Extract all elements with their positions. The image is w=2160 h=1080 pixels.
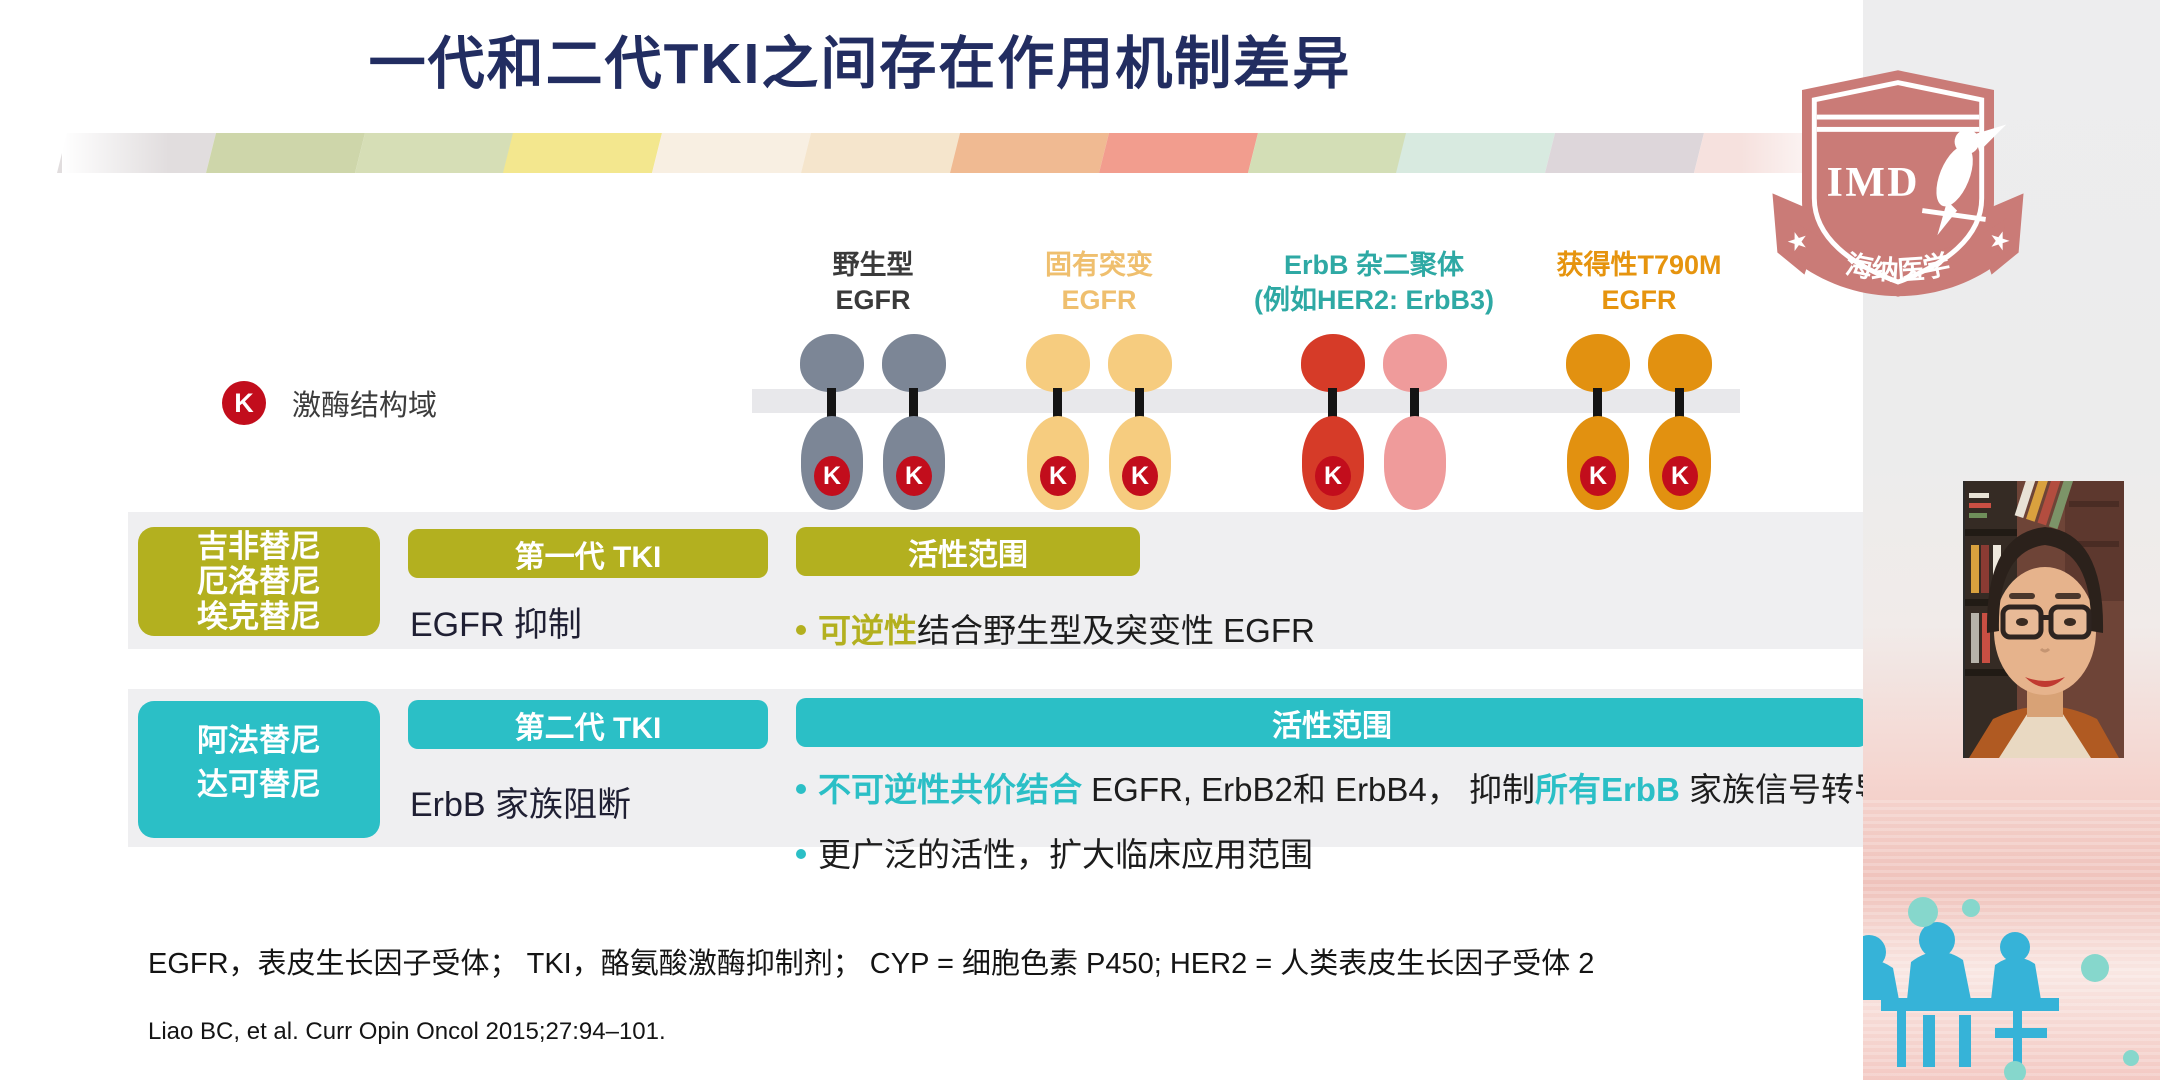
bullet-list: 可逆性结合野生型及突变性 EGFR [796, 604, 1315, 652]
receptor-monomer: K [1025, 334, 1091, 514]
activity-bullet: 可逆性结合野生型及突变性 EGFR [796, 604, 1315, 652]
receptor-label: ErbB 杂二聚体(例如HER2: ErbB3) [1253, 250, 1495, 315]
decor-strip-fade [62, 133, 1848, 173]
receptor-monomer: K [1565, 334, 1631, 514]
second-generation-row: 阿法替尼达可替尼 第二代 TKI ErbB 家族阻断 活性范围 不可逆性共价结合… [128, 689, 1887, 873]
receptor-dimer: K [1204, 334, 1544, 514]
mechanism-text: ErbB 家族阻断 [410, 786, 632, 824]
kinase-legend-label: 激酶结构域 [292, 390, 438, 422]
logo-abbr: IMD [1827, 160, 1920, 206]
receptor-monomer [1382, 334, 1448, 514]
receptor-monomer: K [1300, 334, 1366, 514]
kinase-domain-badge: K [1580, 456, 1616, 496]
activity-scope-pill: 活性范围 [796, 698, 1868, 747]
woodpecker-icon [1921, 124, 2007, 236]
kinase-domain-badge: K [1662, 456, 1698, 496]
kinase-domain-badge: K [814, 456, 850, 496]
kinase-legend: K 激酶结构域 [222, 381, 437, 425]
kinase-domain-icon: K [222, 381, 266, 425]
drug-box: 吉非替尼厄洛替尼埃克替尼 [138, 527, 380, 636]
first-generation-row: 吉非替尼厄洛替尼埃克替尼 第一代 TKI EGFR 抑制 活性范围 可逆性结合野… [128, 512, 1872, 649]
activity-scope-pill: 活性范围 [796, 527, 1140, 576]
citation: Liao BC, et al. Curr Opin Oncol 2015;27:… [148, 1018, 666, 1045]
meeting-silhouette-graphic [1863, 897, 2139, 1080]
receptor-monomer: K [881, 334, 947, 514]
receptor-monomer: K [799, 334, 865, 514]
slide-title: 一代和二代TKI之间存在作用机制差异 [368, 32, 1352, 96]
abbreviation-footnote: EGFR，表皮生长因子受体； TKI，酪氨酸激酶抑制剂； CYP = 细胞色素 … [148, 948, 1595, 980]
kinase-domain-badge: K [896, 456, 932, 496]
generation-pill: 第二代 TKI [408, 700, 768, 749]
mechanism-text: EGFR 抑制 [410, 606, 582, 644]
kinase-domain-badge: K [1040, 456, 1076, 496]
generation-pill: 第一代 TKI [408, 529, 768, 578]
activity-bullet: 更广泛的活性，扩大临床应用范围 [796, 828, 1887, 876]
receptor-monomer: K [1107, 334, 1173, 514]
bullet-list: 不可逆性共价结合 EGFR, ErbB2和 ErbB4， 抑制所有ErbB 家族… [796, 763, 1887, 876]
kinase-domain-badge: K [1315, 456, 1351, 496]
drug-box: 阿法替尼达可替尼 [138, 701, 380, 838]
imd-logo: IMD 海纳医学 ★ ★ [1772, 70, 2024, 297]
presenter-webcam-video[interactable] [1963, 481, 2124, 758]
kinase-domain-badge: K [1122, 456, 1158, 496]
receptor-group: ErbB 杂二聚体(例如HER2: ErbB3) K [1204, 248, 1544, 514]
activity-bullet: 不可逆性共价结合 EGFR, ErbB2和 ErbB4， 抑制所有ErbB 家族… [796, 763, 1887, 811]
receptor-monomer: K [1647, 334, 1713, 514]
